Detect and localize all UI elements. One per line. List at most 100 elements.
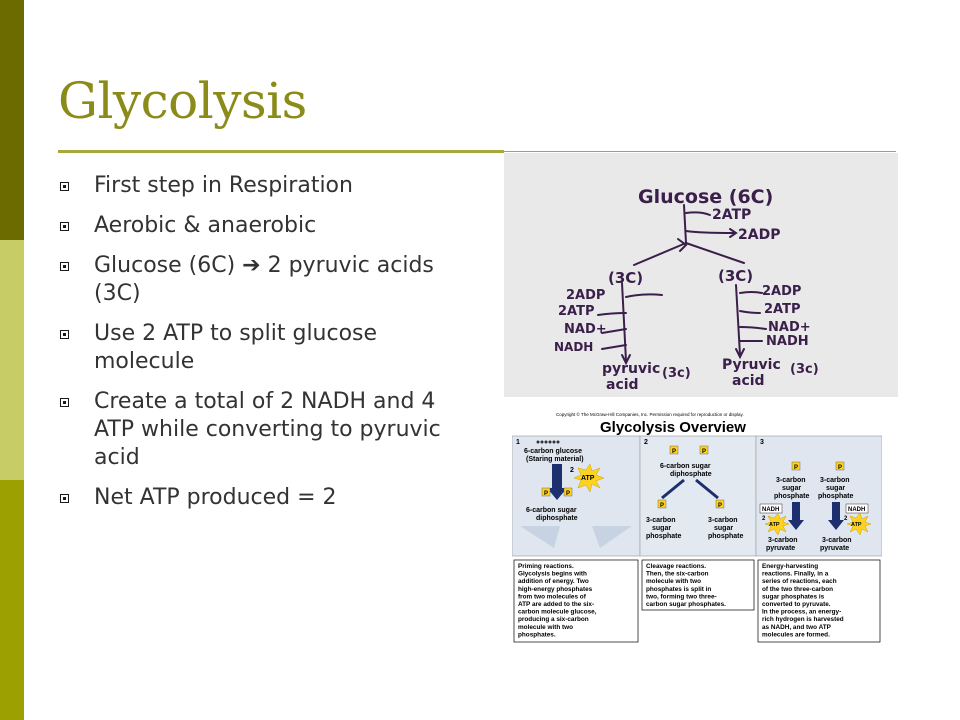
bullet-item: First step in Respiration: [58, 172, 478, 200]
overview-caption-line: converted to pyruvate.: [762, 601, 831, 608]
overview-caption-line: In the process, an energy-: [762, 609, 841, 616]
overview-caption-line: Energy-harvesting: [762, 563, 818, 570]
hand-right-adp-label: 2ADP: [762, 284, 801, 299]
overview-copyright: Copyright © The McGraw-Hill Companies, I…: [556, 411, 744, 417]
overview-step2-left-c: phosphate: [646, 533, 681, 540]
phosphate-label: P: [672, 449, 676, 455]
overview-caption-line: rich hydrogen is harvested: [762, 616, 844, 623]
phosphate-label: P: [544, 491, 548, 497]
overview-step2-left-b: sugar: [652, 525, 671, 532]
bullet-list: First step in Respiration Aerobic & anae…: [58, 172, 478, 524]
hand-right-nad-label: NAD+: [768, 320, 811, 335]
overview-caption-1-text: Priming reactions.Glycolysis begins with…: [518, 563, 597, 638]
overview-step1-label-b: (Staring material): [526, 456, 584, 463]
overview-step3-left-c: phosphate: [774, 493, 809, 500]
phosphate-label: P: [838, 465, 842, 471]
overview-caption-box-1: [513, 559, 639, 643]
hand-adp-out-label: 2ADP: [738, 227, 780, 243]
hand-atp-in-label: 2ATP: [712, 207, 751, 223]
overview-step2-label-b: diphosphate: [670, 471, 712, 478]
bullet-item: Glucose (6C) ➔ 2 pyruvic acids (3C): [58, 252, 478, 308]
hand-left-3c-suffix-label: (3c): [662, 366, 691, 381]
phosphate-label: P: [702, 449, 706, 455]
square-bullet-icon: [60, 182, 69, 191]
overview-panel-3: [755, 435, 882, 557]
overview-step3-right-arrow-icon: [828, 502, 844, 530]
overview-step3-number: 3: [760, 439, 764, 446]
overview-caption-line: as NADH, and two ATP: [762, 624, 832, 631]
overview-step1-atp-label: ATP: [581, 475, 595, 482]
overview-step3-right-c: phosphate: [818, 493, 853, 500]
phosphate-icon: [835, 461, 845, 471]
overview-two-right: 2: [844, 516, 848, 522]
hand-left-acid-label: acid: [606, 377, 639, 393]
overview-caption-line: addition of energy. Two: [518, 578, 589, 585]
glycolysis-overview-figure: Copyright © The McGraw-Hill Companies, I…: [512, 408, 882, 644]
hand-right-3c-label: (3C): [718, 267, 753, 285]
square-bullet-icon: [60, 330, 69, 339]
overview-step1-split-right-icon: [592, 526, 632, 548]
phosphate-icon: [715, 499, 725, 509]
overview-pyruvate-left-a: 3-carbon: [768, 537, 798, 544]
accent-bar-light: [0, 240, 24, 480]
overview-panel-1: [512, 435, 641, 557]
overview-atp-star-icon: [764, 512, 790, 536]
bullet-item: Aerobic & anaerobic: [58, 212, 478, 240]
hand-left-atp-label: 2ATP: [558, 304, 595, 319]
overview-pyruvate-right-b: pyruvate: [820, 545, 849, 552]
overview-step3-left-b: sugar: [782, 485, 801, 492]
overview-step1-product-b: diphosphate: [536, 515, 578, 522]
overview-step3-left-arrow-icon: [788, 502, 804, 530]
overview-caption-line: phosphates.: [518, 631, 556, 638]
hand-left-3c-label: (3C): [608, 269, 643, 287]
overview-step2-right-a: 3-carbon: [708, 517, 738, 524]
hand-left-pyruvic-label: pyruvic: [602, 361, 660, 377]
overview-nadh-right: NADH: [848, 507, 865, 513]
overview-step1-atp-count: 2: [570, 467, 574, 474]
overview-caption-box-3: [757, 559, 881, 643]
hand-right-acid-label: acid: [732, 373, 765, 389]
bullet-text: Glucose (6C) ➔ 2 pyruvic acids (3C): [94, 253, 434, 306]
hand-right-atp-label: 2ATP: [764, 302, 801, 317]
overview-step1-product-a: 6-carbon sugar: [526, 507, 577, 514]
bullet-text: First step in Respiration: [94, 173, 353, 198]
slide-title: Glycolysis: [58, 72, 307, 130]
hand-left-adp-label: 2ADP: [566, 288, 605, 303]
bullet-text: Use 2 ATP to split glucose molecule: [94, 321, 378, 374]
overview-step1-label-a: 6-carbon glucose: [524, 448, 582, 455]
overview-caption-line: from two molecules of: [518, 593, 587, 600]
overview-step1-number: 1: [516, 439, 520, 446]
overview-nadh-right-box: [845, 503, 869, 514]
square-bullet-icon: [60, 222, 69, 231]
overview-caption-line: molecule with two: [518, 624, 573, 631]
bullet-text: Create a total of 2 NADH and 4 ATP while…: [94, 389, 441, 470]
square-bullet-icon: [60, 494, 69, 503]
title-divider-accent: [58, 150, 504, 153]
bullet-item: Create a total of 2 NADH and 4 ATP while…: [58, 388, 478, 472]
overview-caption-line: Glycolysis begins with: [518, 571, 587, 578]
overview-caption-2-text: Cleavage reactions.Then, the six-carbonm…: [646, 563, 726, 608]
overview-step2-label-a: 6-carbon sugar: [660, 463, 711, 470]
overview-caption-line: molecule with two: [646, 578, 701, 585]
overview-caption-line: Cleavage reactions.: [646, 563, 706, 570]
overview-step2-right-c: phosphate: [708, 533, 743, 540]
overview-caption-line: two, forming two three-: [646, 593, 717, 600]
overview-nadh-left: NADH: [762, 507, 779, 513]
phosphate-icon: [541, 487, 551, 497]
hand-right-nadh-label: NADH: [766, 334, 809, 349]
overview-title: Glycolysis Overview: [600, 419, 746, 436]
hand-right-3c-suffix-label: (3c): [790, 362, 819, 377]
hand-glucose-label: Glucose (6C): [638, 186, 773, 208]
phosphate-icon: [699, 445, 709, 455]
overview-caption-box-2: [641, 559, 755, 611]
overview-caption-line: phosphates is split in: [646, 586, 711, 593]
overview-caption-line: sugar phosphates is: [762, 593, 825, 600]
overview-caption-line: Then, the six-carbon: [646, 571, 709, 578]
overview-two-left: 2: [762, 516, 766, 522]
overview-caption-line: producing a six-carbon: [518, 616, 589, 623]
overview-caption-line: carbon molecule glucose,: [518, 609, 597, 616]
overview-caption-line: of the two three-carbon: [762, 586, 833, 593]
phosphate-label: P: [566, 491, 570, 497]
overview-step3-right-a: 3-carbon: [820, 477, 850, 484]
